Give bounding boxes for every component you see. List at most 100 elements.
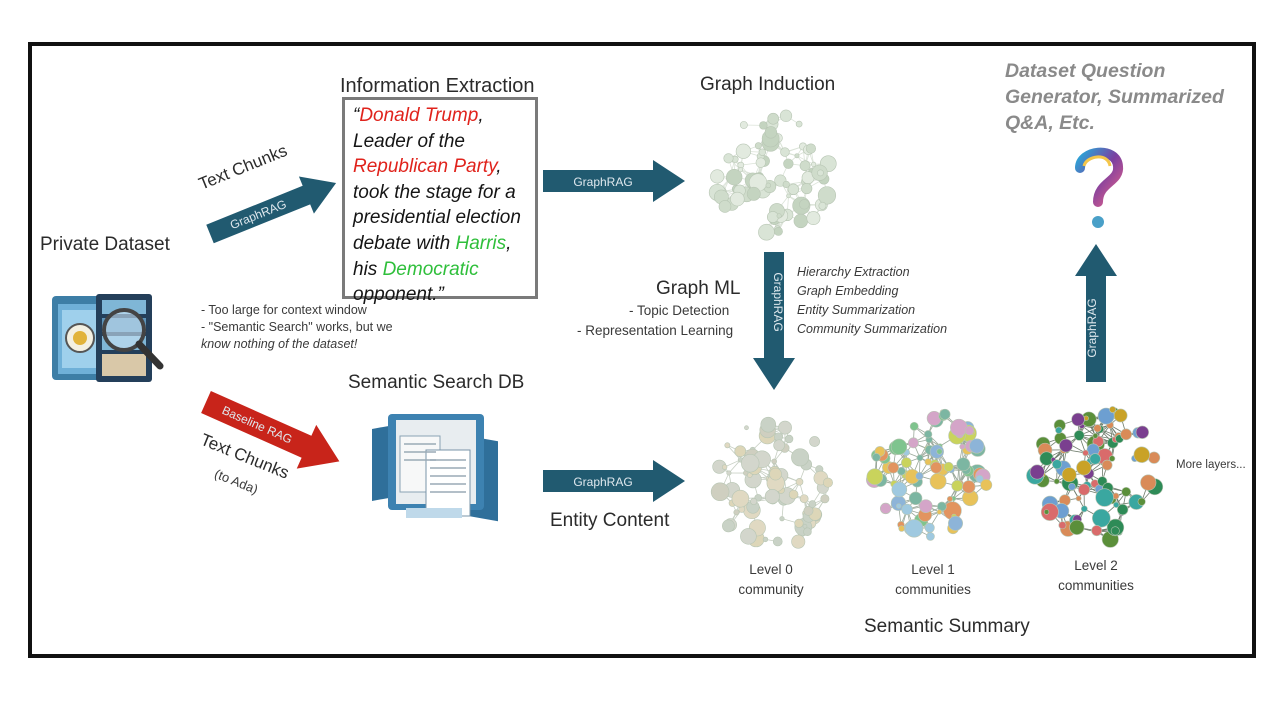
graph-node [779,516,785,522]
level-1-line-2: communities [895,582,971,597]
question-generator-line-2: Generator, Summarized [1005,86,1224,108]
graph-node [817,186,837,205]
graph-node [1073,430,1085,441]
level-0-line-1: Level 0 [749,562,793,577]
graph-node [930,461,943,474]
graph-edge [796,155,814,165]
level-0-line-2: community [738,582,804,597]
graph-node [1137,497,1146,506]
graph-node [739,121,748,129]
quote-text: “ [353,105,360,126]
quote-line: Republican Party, [353,154,529,180]
graph-node [793,213,809,229]
graph-node [898,525,905,532]
graph-node [924,430,933,439]
graph-node [771,458,777,465]
graph-node [1040,503,1059,521]
graph-node [734,445,747,458]
graph-node [762,536,769,543]
graph-node [904,519,924,538]
graph-node [1121,486,1132,497]
technique-2: Graph Embedding [797,284,899,298]
graph-node [891,481,908,498]
quote-text: , [496,156,502,178]
technique-1: Hierarchy Extraction [797,265,910,279]
graph-node [890,438,908,455]
graph-ml-title: Graph ML [656,278,741,299]
graph-ml-techniques: Hierarchy Extraction Graph Embedding Ent… [797,263,947,339]
graph-node [975,474,984,483]
graph-node [1097,407,1115,425]
graph-node [799,199,810,210]
graph-node [1058,521,1067,530]
graph-node [787,183,800,196]
graph-node [1109,406,1117,413]
graph-node [769,467,782,481]
semantic-summary-label: Semantic Summary [864,616,1030,637]
graph-node [951,479,964,492]
graph-node [1093,424,1102,433]
graph-node [817,169,824,177]
graph-node [724,442,731,449]
graph-node [722,519,735,533]
graph-node [764,126,778,139]
quote-line: his Democratic [353,257,529,283]
more-layers-label: More layers... [1176,459,1246,471]
graph-node [937,501,947,512]
level-1-communities-graph [866,408,993,541]
graph-node [1148,451,1161,464]
graph-node [1101,459,1113,471]
induced-graph-image [708,109,837,241]
quote-text: opponent.” [353,284,444,306]
graph-node [1061,467,1077,483]
information-extraction-title: Information Extraction [340,75,535,97]
quote-text: Leader of the [353,130,465,152]
graph-node [710,169,725,184]
graph-node [950,418,968,437]
quote-entity: Republican Party [353,156,497,178]
quote-text: , [506,232,512,254]
graph-node [1140,474,1157,491]
graph-node [1135,425,1149,439]
graph-node [887,461,900,474]
graph-node [758,148,767,156]
graph-node [738,167,744,173]
graph-node [759,121,768,130]
graph-node [948,515,963,531]
graph-node [803,527,812,537]
graph-node [755,157,766,168]
graph-node [956,457,971,472]
graph-node [765,182,772,189]
quote-line: took the stage for a [353,180,529,206]
graph-node [1089,453,1101,465]
graph-node [1059,438,1073,453]
graph-node [1052,459,1062,470]
graph-node [735,143,751,159]
baseline-rag-arrow: Baseline RAG [201,391,340,469]
level-2-communities-graph [1026,406,1164,548]
graph-node [754,142,762,150]
graph-node [820,494,830,504]
arrow-label: GraphRAG [1085,298,1099,357]
graph-node [1053,478,1060,485]
graph-node [799,160,811,172]
graph-node [908,437,919,449]
graph-edge [728,459,741,474]
arrow-label: GraphRAG [771,272,785,331]
graph-node [1082,449,1089,457]
graph-node [760,416,777,433]
graph-node [872,453,881,462]
graph-node [758,223,775,241]
graph-node [721,464,728,470]
graph-node [980,479,993,491]
graph-node [718,200,732,213]
graph-node [1080,505,1088,513]
graph-node [946,495,953,502]
graph-node [1029,464,1045,480]
graph-node [1092,508,1111,528]
quote-line: presidential election [353,205,529,231]
quote-text: , [478,105,484,126]
graph-node [962,480,976,494]
diagram-frame [28,42,1256,658]
